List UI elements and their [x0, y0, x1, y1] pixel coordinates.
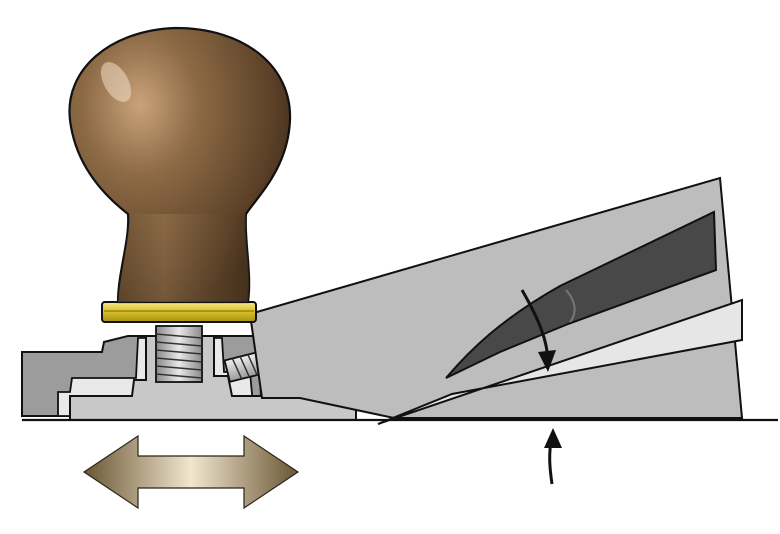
mouth-opening-up-arrow	[544, 428, 562, 485]
plane-body	[248, 176, 744, 419]
mouth-opening-down-arrow	[520, 289, 556, 372]
knob-highlight	[100, 62, 132, 102]
cap-iron	[445, 210, 718, 379]
brass-ferrule	[101, 301, 257, 323]
wooden-knob	[68, 26, 292, 304]
threaded-stud	[155, 325, 203, 383]
cap-iron-highlight	[565, 289, 576, 323]
slide-direction-double-arrow	[82, 434, 300, 510]
plane-iron	[377, 298, 743, 425]
